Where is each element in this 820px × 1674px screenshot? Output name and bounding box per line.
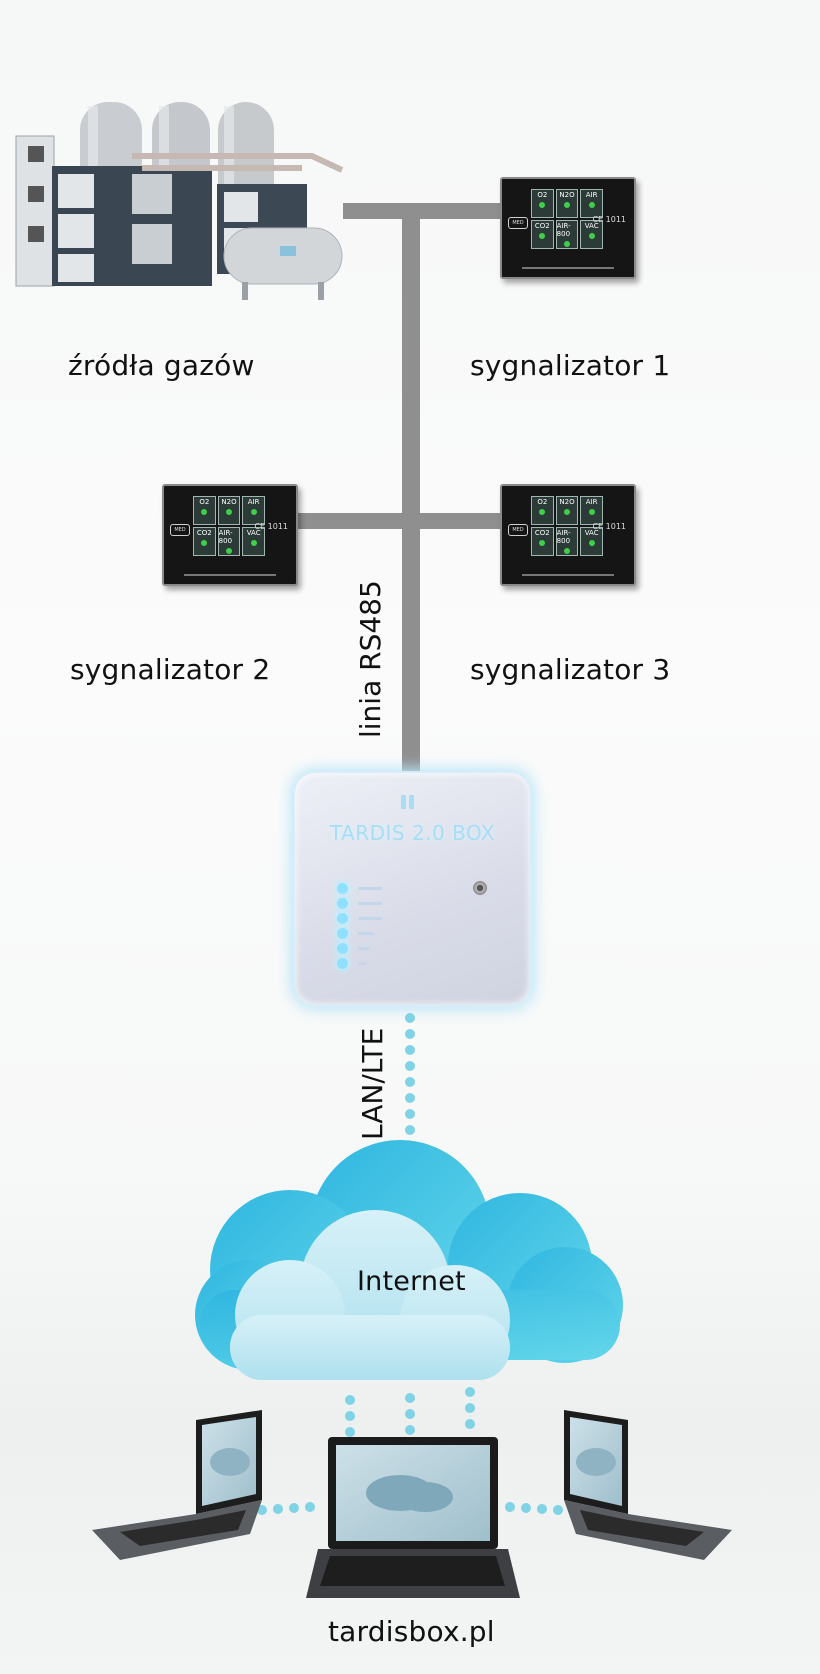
panel-cell-vac: VAC [242, 527, 265, 556]
panel-cell-air800: AIR-800 [555, 527, 579, 556]
laptop-left-icon [92, 1410, 262, 1560]
box-status-leds [337, 881, 382, 971]
signalizer-2-panel: MED O2 N2O AIR CO2 AIR-800 VAC CE 1011 [162, 484, 298, 586]
status-led [337, 898, 348, 909]
panel-caption-strip [522, 574, 614, 576]
signalizer-3-panel: MED O2 N2O AIR CO2 AIR-800 VAC CE 1011 [500, 484, 636, 586]
panel-caption-strip [184, 574, 276, 576]
panel-brand-logo: MED [508, 524, 528, 536]
ce-mark: CE 1011 [592, 215, 626, 224]
panel-cell-air800: AIR-800 [217, 527, 241, 556]
panel-cell-co2: CO2 [531, 527, 554, 556]
website-label: tardisbox.pl [328, 1615, 495, 1648]
panel-cell-air: AIR [242, 496, 265, 525]
pipes [132, 153, 344, 173]
panel-cell-air: AIR [580, 496, 603, 525]
panel-cell-vac: VAC [580, 220, 603, 249]
box-top-logo [401, 795, 421, 809]
status-led [337, 913, 348, 924]
laptop-center-icon [306, 1437, 520, 1598]
panel-cell-co2: CO2 [193, 527, 216, 556]
panel-cell-co2: CO2 [531, 220, 554, 249]
panel-brand-logo: MED [170, 524, 190, 536]
status-led [337, 943, 348, 954]
gas-sources-equipment [15, 102, 344, 300]
status-led [337, 883, 348, 894]
signalizer-2-label: sygnalizator 2 [70, 653, 271, 686]
signalizer-1-label: sygnalizator 1 [470, 349, 671, 382]
status-led [337, 958, 348, 969]
box-title: TARDIS 2.0 BOX [329, 821, 496, 845]
panel-cell-o2: O2 [531, 496, 554, 525]
tardis-box-device: TARDIS 2.0 BOX [293, 771, 532, 1007]
panel-cell-vac: VAC [580, 527, 603, 556]
panel-gas-grid: O2 N2O AIR CO2 AIR-800 VAC [531, 496, 603, 556]
panel-gas-grid: O2 N2O AIR CO2 AIR-800 VAC [531, 189, 603, 249]
cloud-to-laptops-dots [257, 1387, 563, 1515]
panel-cell-o2: O2 [193, 496, 216, 525]
receiver-tank [223, 227, 343, 300]
panel-gas-grid: O2 N2O AIR CO2 AIR-800 VAC [193, 496, 265, 556]
panel-cell-n2o: N2O [217, 496, 241, 525]
signalizer-3-label: sygnalizator 3 [470, 653, 671, 686]
bus-vertical-trunk [402, 203, 420, 773]
panel-brand-logo: MED [508, 217, 528, 229]
bus-top-horizontal [343, 203, 503, 219]
panel-cell-n2o: N2O [555, 189, 579, 218]
panel-cell-o2: O2 [531, 189, 554, 218]
lan-lte-dots [405, 1013, 415, 1135]
ce-mark: CE 1011 [592, 522, 626, 531]
internet-cloud [195, 1140, 623, 1380]
internet-label: Internet [357, 1266, 466, 1297]
laptop-right-icon [564, 1410, 732, 1560]
bus-mid-horizontal [293, 513, 503, 529]
panel-cell-n2o: N2O [555, 496, 579, 525]
compressor-modules [15, 135, 307, 287]
key-lock-icon [473, 881, 487, 895]
gas-sources-label: źródła gazów [68, 349, 255, 382]
panel-caption-strip [522, 267, 614, 269]
status-led [337, 928, 348, 939]
ce-mark: CE 1011 [254, 522, 288, 531]
signalizer-1-panel: MED O2 N2O AIR CO2 AIR-800 VAC CE 1011 [500, 177, 636, 279]
panel-cell-air: AIR [580, 189, 603, 218]
panel-cell-air800: AIR-800 [555, 220, 579, 249]
